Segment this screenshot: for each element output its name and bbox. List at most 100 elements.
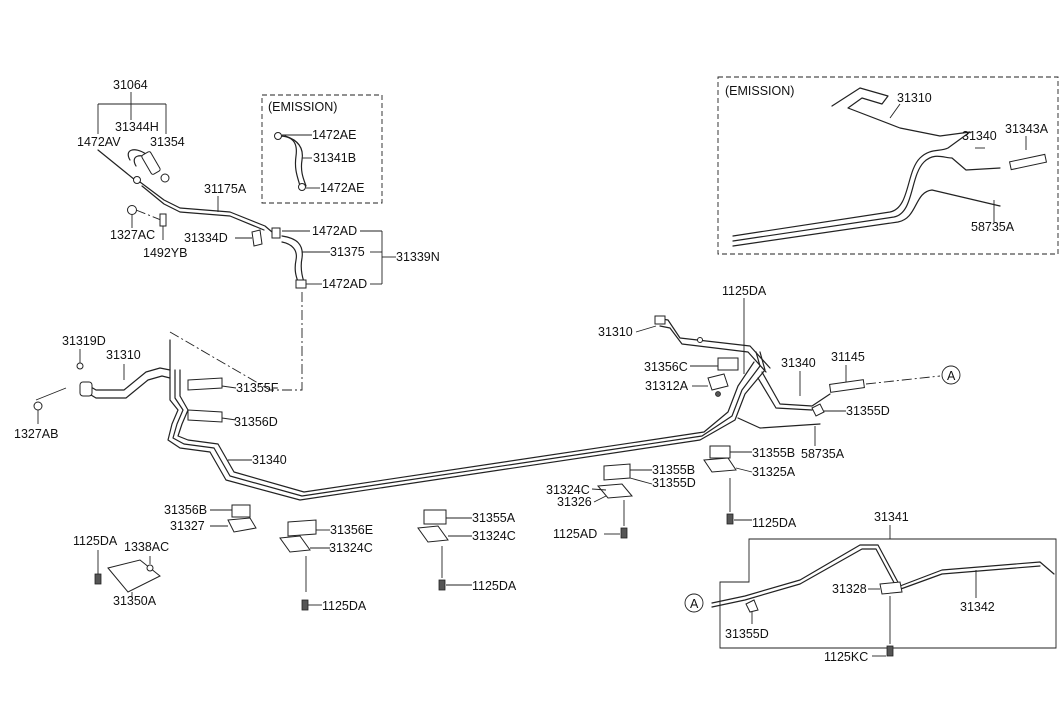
label-31145: 31145	[831, 350, 865, 364]
label-31339n: 31339N	[396, 250, 440, 264]
left-assembly: 31319D 31310 1327AB 31340 31355F 31356D	[14, 331, 766, 501]
label-31312a: 31312A	[645, 379, 689, 393]
pipe-right-2	[732, 155, 1001, 242]
pipe-right-1	[732, 131, 971, 237]
ref-a-mid: A	[947, 369, 956, 383]
emission-box-right: (EMISSION) 31310 31340 31343A 58735A	[717, 76, 1059, 255]
label-31356b: 31356B	[164, 503, 207, 517]
hose-31341b-outer	[284, 135, 307, 187]
label-31356e: 31356E	[330, 523, 373, 537]
pipe-31340-mid	[761, 371, 831, 407]
clamp-31354	[160, 173, 170, 183]
pipe-31340-main-2	[172, 351, 761, 497]
label-1125da-top: 1125DA	[722, 284, 767, 298]
label-31355a: 31355A	[472, 511, 516, 525]
label-1327ab: 1327AB	[14, 427, 58, 441]
bottom-left-brackets: 31356B 31327 31356E 31324C 1125DA 1125DA…	[73, 503, 517, 613]
pipe-31341-1	[711, 544, 1055, 604]
pipe-31340-main-1	[167, 351, 766, 501]
label-31355b-c: 31355B	[652, 463, 695, 477]
label-31310-right: 31310	[897, 91, 932, 105]
label-31340-right: 31340	[962, 129, 997, 143]
label-31343a: 31343A	[1005, 122, 1049, 136]
hose-31343a	[1008, 153, 1048, 171]
label-31327: 31327	[170, 519, 205, 533]
label-31342: 31342	[960, 600, 995, 614]
label-31310-left: 31310	[106, 348, 141, 362]
emission-box-left: (EMISSION) 1472AE 31341B 1472AE	[261, 94, 383, 204]
label-1125da-b: 1125DA	[73, 534, 118, 548]
bolt-1125da-b	[94, 573, 102, 585]
label-31341: 31341	[874, 510, 909, 524]
label-1492yb: 1492YB	[143, 246, 187, 260]
emission-box-left-title: (EMISSION)	[268, 100, 337, 114]
clip-31334d	[251, 229, 263, 247]
label-31324c-c: 31324C	[546, 483, 590, 497]
clip-1492yb	[159, 213, 167, 227]
label-1472ae-top: 1472AE	[312, 128, 356, 142]
pipe-31310-left	[85, 367, 171, 391]
emission-box-left-frame	[261, 94, 383, 204]
nut-1327ab	[33, 401, 43, 411]
bolt-1125da-c	[438, 579, 446, 591]
label-31344h: 31344H	[115, 120, 159, 134]
clamp-1472av	[133, 176, 141, 184]
label-31355b-a: 31355B	[752, 446, 795, 460]
bracket-31324c-c	[597, 483, 633, 499]
bracket-31327	[227, 517, 257, 533]
bolt-1125kc	[886, 645, 894, 657]
label-31355d-c: 31355D	[652, 476, 696, 490]
label-1125ad: 1125AD	[553, 527, 597, 541]
label-31064: 31064	[113, 78, 148, 92]
emission-box-right-frame	[717, 76, 1059, 255]
label-58735a-right: 58735A	[971, 220, 1015, 234]
label-31355f: 31355F	[236, 381, 279, 395]
label-31326: 31326	[557, 495, 592, 509]
bolt-1125ad	[620, 527, 628, 539]
clip-31355b-a	[709, 445, 731, 459]
label-58735a-mid: 58735A	[801, 447, 845, 461]
clip-31328	[879, 581, 903, 595]
hose-31145	[829, 379, 865, 393]
bottom-right-assembly: 31341 A 31355D 31328 1125KC 31342	[684, 510, 1057, 664]
ref-a-bot: A	[690, 597, 699, 611]
label-1472ae-bot: 1472AE	[320, 181, 364, 195]
fitting-31354	[141, 151, 161, 175]
label-31354: 31354	[150, 135, 185, 149]
label-31355d-bot: 31355D	[725, 627, 769, 641]
clamp-1472ae-bot	[298, 183, 306, 191]
pipe-right-3	[732, 189, 1001, 247]
clip-31356b	[231, 504, 251, 518]
clip-31355d-bot	[745, 599, 759, 613]
bracket-31324c-a	[279, 535, 311, 553]
label-31175a: 31175A	[204, 182, 247, 196]
clip-31355d-mid	[811, 403, 825, 417]
ref-circle-a-mid	[941, 365, 961, 385]
emission-box-right-title: (EMISSION)	[725, 84, 794, 98]
clip-31356c	[717, 357, 739, 371]
pipe-31341-2	[711, 548, 1041, 608]
nut-1338ac	[146, 564, 154, 572]
label-1125kc: 1125KC	[824, 650, 868, 664]
ref-circle-a-bot	[684, 593, 704, 613]
label-31334d: 31334D	[184, 231, 228, 245]
fitting-31310-end	[79, 381, 93, 397]
bracket-frame-31341	[719, 538, 1057, 649]
label-31341b: 31341B	[313, 151, 356, 165]
bolt-1125da-d	[726, 513, 734, 525]
clamp-1472ad-bot	[295, 279, 307, 289]
bolt-1125da-a	[301, 599, 309, 611]
label-1327ac: 1327AC	[110, 228, 155, 242]
label-31324c-a: 31324C	[329, 541, 373, 555]
pipe-31310-right	[831, 87, 971, 137]
bracket-31324c-b	[417, 525, 449, 543]
clip-31356d	[187, 409, 223, 423]
clip-31355b-c	[603, 463, 631, 481]
clip-31355a	[423, 509, 447, 525]
label-31356c: 31356C	[644, 360, 688, 374]
label-31325a: 31325A	[752, 465, 796, 479]
top-left-assembly: 31064 31344H 1472AV 31354 31175A 1327AC …	[77, 78, 440, 391]
pipe-31175a	[139, 181, 273, 233]
label-1472ad-bot: 1472AD	[322, 277, 367, 291]
